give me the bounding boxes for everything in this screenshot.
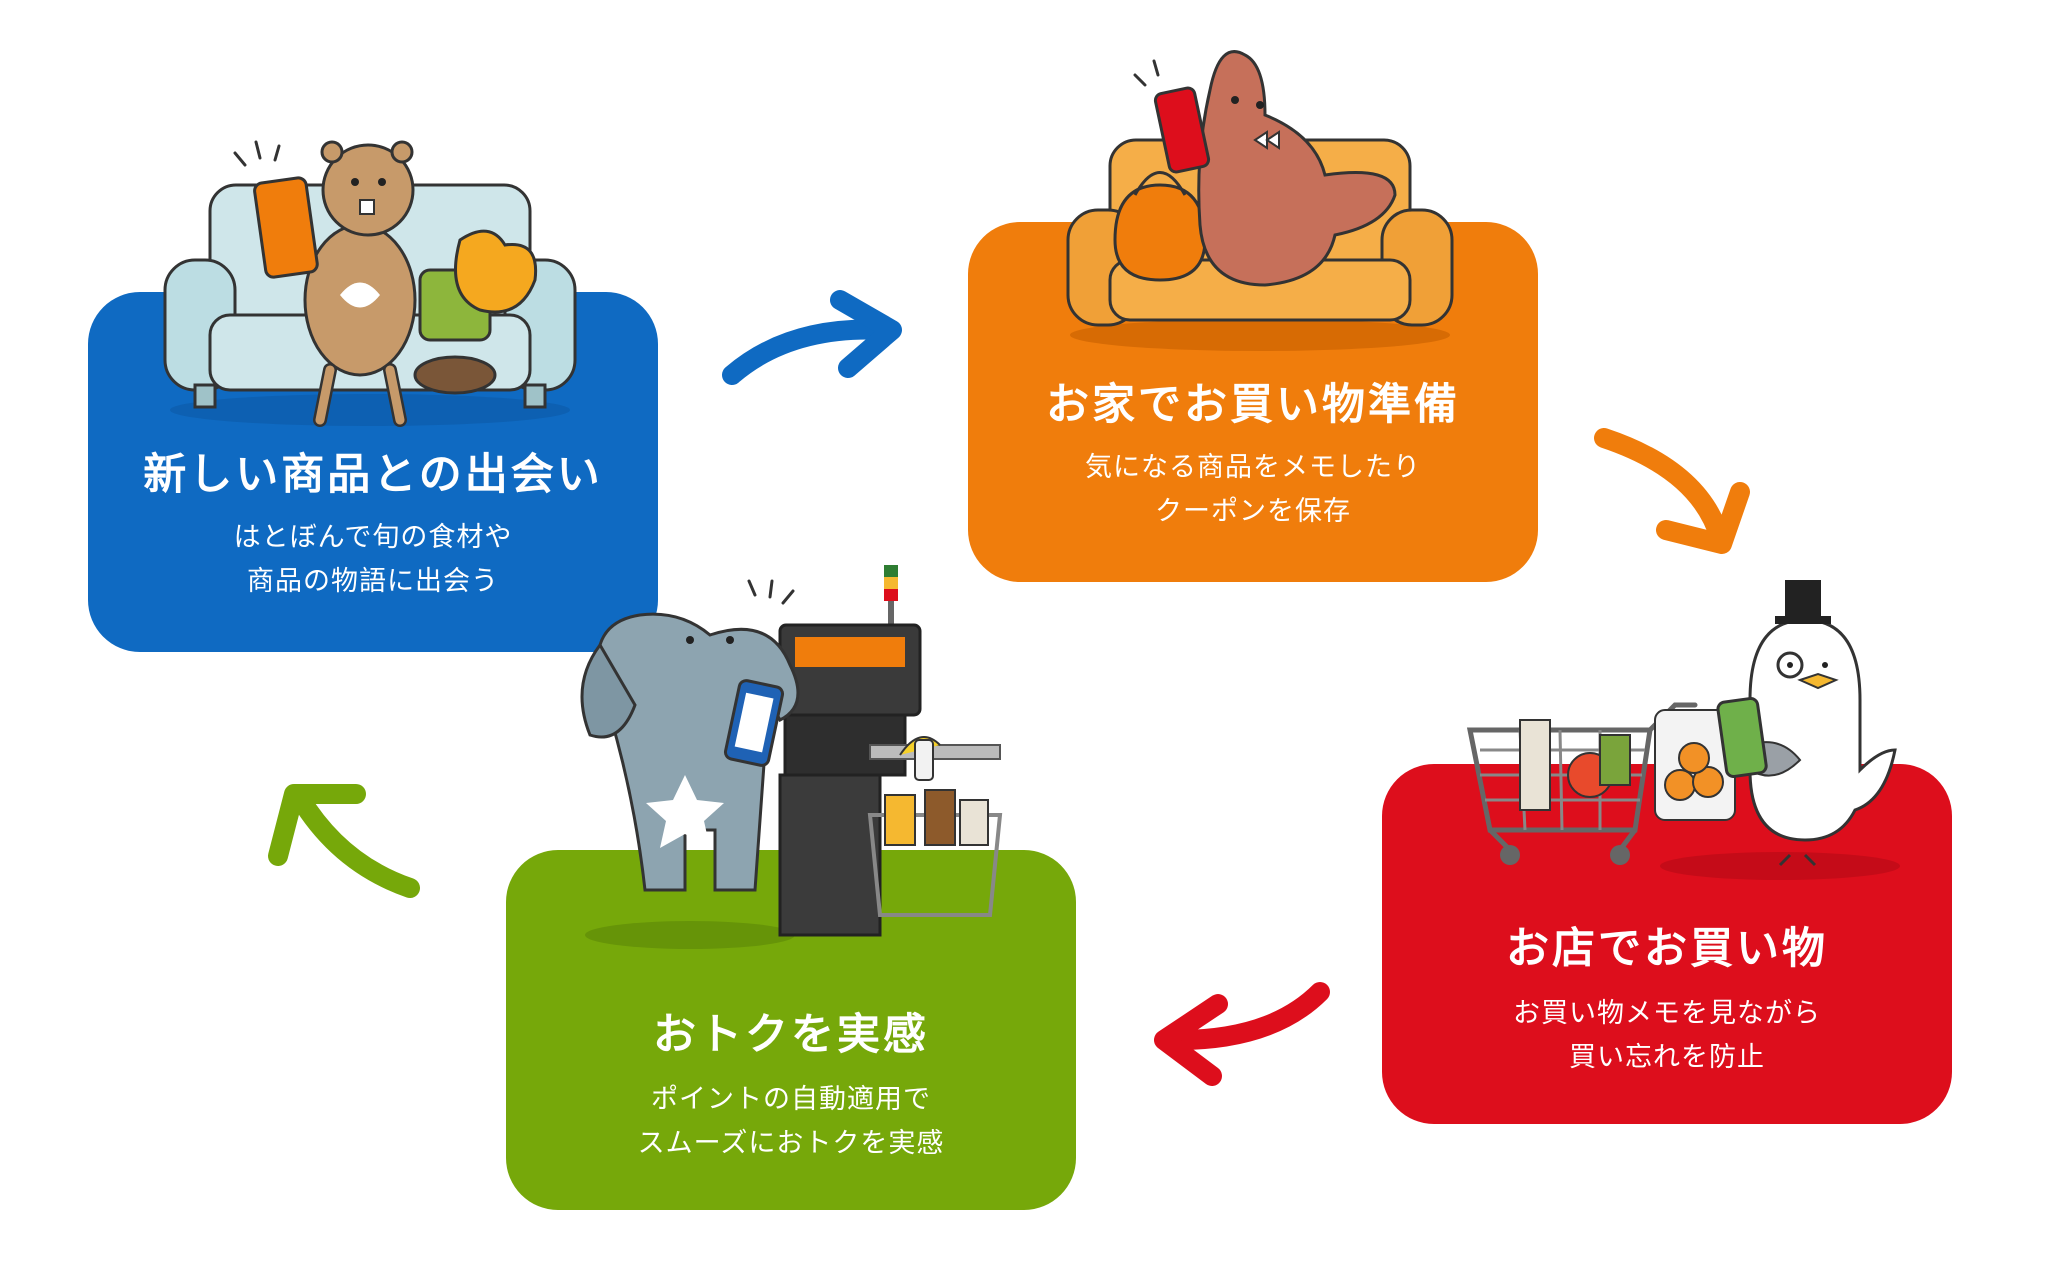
step-card-shopping-in-store: お店でお買い物 お買い物メモを見ながら 買い忘れを防止 xyxy=(1382,764,1952,1124)
step-description: はとぼんで旬の食材や 商品の物語に出会う xyxy=(233,522,513,597)
step-title: おトクを実感 xyxy=(653,1010,929,1060)
mole-on-sofa-illustration xyxy=(1066,50,1454,351)
bird-with-cart-illustration xyxy=(1466,580,1900,880)
beaver-on-sofa-illustration xyxy=(163,140,577,427)
step-title: 新しい商品との出会い xyxy=(143,450,603,500)
step-card-home-prep: お家でお買い物準備 気になる商品をメモしたり クーポンを保存 xyxy=(968,222,1538,582)
step-description: お買い物メモを見ながら 買い忘れを防止 xyxy=(1513,998,1821,1073)
arrow-orange-to-red xyxy=(1594,428,1750,554)
arrow-red-to-green xyxy=(1154,982,1330,1086)
step-description: ポイントの自動適用で スムーズにおトクを実感 xyxy=(637,1084,945,1159)
arrow-blue-to-orange xyxy=(722,290,902,385)
elephant-self-checkout-illustration xyxy=(580,565,1003,949)
step-title: お店でお買い物 xyxy=(1506,924,1828,974)
arrow-green-to-blue xyxy=(268,784,420,898)
step-description: 気になる商品をメモしたり クーポンを保存 xyxy=(1085,452,1421,527)
step-title: お家でお買い物準備 xyxy=(1046,380,1460,430)
